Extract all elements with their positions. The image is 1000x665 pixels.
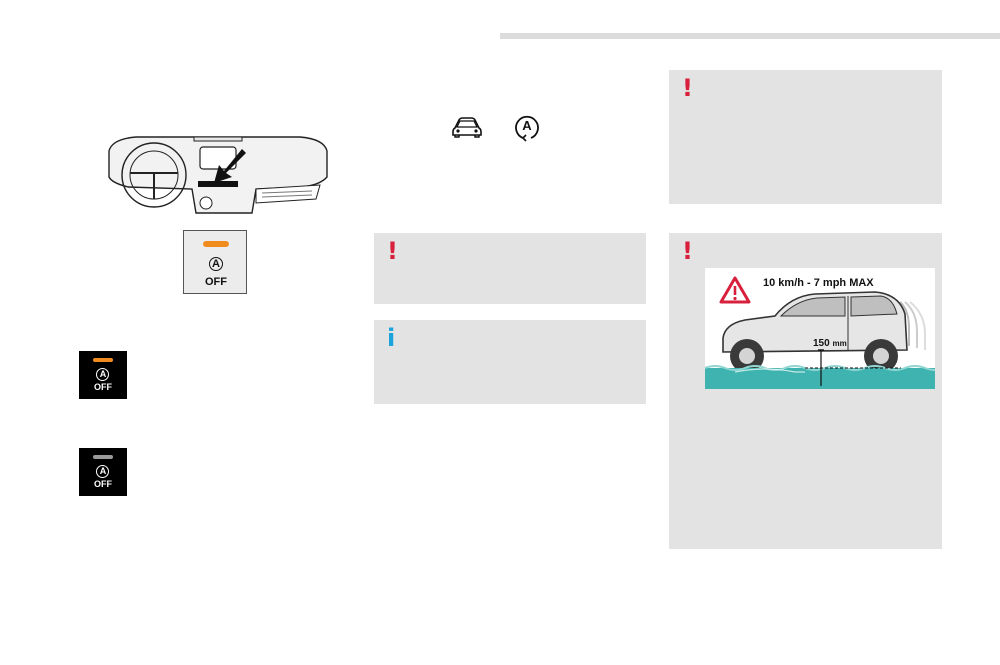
off-label: OFF [94,382,112,392]
orange-lamp [93,358,113,362]
tell-tale-on: A OFF [79,351,127,399]
warning-icon: ! [387,237,398,265]
info-icon: i [387,324,396,352]
auto-letter: A [212,258,220,270]
warning-panel-top: ! [669,70,942,204]
flooded-road-diagram: 10 km/h - 7 mph MAX 150 mm [705,268,935,389]
tell-tale-off: A OFF [79,448,127,496]
auto-letter: A [522,118,532,133]
info-panel: i [374,320,646,404]
speed-limit-label: 10 km/h - 7 mph MAX [763,277,874,289]
depth-unit: mm [832,339,847,348]
auto-stop-start-icon: A [513,114,541,142]
auto-off-button-illustration: A OFF [183,230,247,294]
section-header-bar [500,33,1000,39]
depth-value: 150 [813,338,830,349]
auto-letter: A [99,369,107,379]
grey-lamp [93,455,113,459]
dashboard-illustration [108,136,328,214]
auto-circle-icon [96,465,109,478]
warning-icon: ! [682,237,693,265]
auto-circle-icon [96,368,109,381]
ground-clearance-label: 150 mm [813,338,847,349]
off-label: OFF [94,479,112,489]
tell-tale-lamp [203,241,229,247]
warning-icon: ! [682,74,693,102]
car-icon [452,117,482,138]
auto-letter: A [99,466,107,476]
auto-circle-icon [209,257,223,271]
warning-panel: ! [374,233,646,304]
off-label: OFF [205,276,227,288]
